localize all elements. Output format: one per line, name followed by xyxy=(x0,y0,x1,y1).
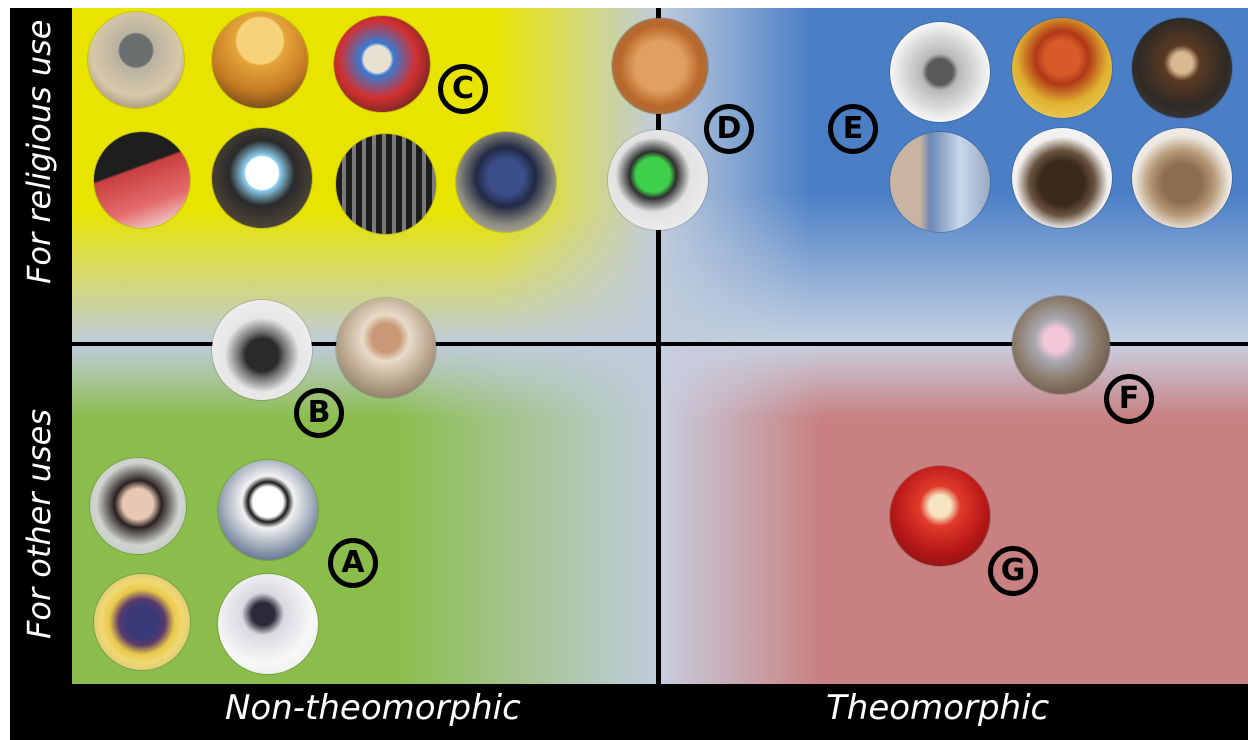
printer-device-image xyxy=(212,300,312,400)
y-axis-label-other: For other uses xyxy=(20,408,58,640)
group-c-badge: C xyxy=(438,64,488,114)
x-axis-label-non-theomorphic: Non-theomorphic xyxy=(225,688,521,728)
led-display-image xyxy=(94,132,190,228)
group-e-badge: E xyxy=(828,104,878,154)
sunflower-image xyxy=(94,574,190,670)
group-b-badge: B xyxy=(294,388,344,438)
crucifix-image xyxy=(1132,18,1232,118)
demon-mask-image xyxy=(1012,18,1112,118)
daruma-robot-image xyxy=(890,466,990,566)
group-g-badge: G xyxy=(988,546,1038,596)
group-d-badge: D xyxy=(704,104,754,154)
saint-statue-image xyxy=(1132,128,1232,228)
mechanical-shrine-image xyxy=(890,22,990,122)
bearded-man-image xyxy=(336,298,436,398)
monk-automaton-image xyxy=(1012,128,1112,228)
vertical-axis xyxy=(656,8,661,684)
monk-robot-image xyxy=(212,12,308,108)
prayer-device-image xyxy=(612,18,708,114)
robot-kiosk-image xyxy=(88,12,184,108)
shrine-robot-image xyxy=(1012,296,1110,394)
y-axis-label-religious: For religious use xyxy=(20,19,58,284)
robot-dog-image xyxy=(218,574,318,674)
two-figures-image xyxy=(890,132,990,232)
pepper-robot-image xyxy=(212,128,312,228)
quran-device-image xyxy=(608,130,708,230)
humanoid-robot-image xyxy=(456,132,556,232)
clown-robot-image xyxy=(218,460,318,560)
horizontal-axis xyxy=(72,342,1248,346)
x-axis-label-theomorphic: Theomorphic xyxy=(826,688,1050,728)
corridor-image xyxy=(336,134,436,234)
female-android-image xyxy=(90,458,186,554)
quadrant-plot: C D E B F A G xyxy=(72,8,1248,684)
group-f-badge: F xyxy=(1104,374,1154,424)
group-a-badge: A xyxy=(328,538,378,588)
altar-robot-image xyxy=(334,16,430,112)
